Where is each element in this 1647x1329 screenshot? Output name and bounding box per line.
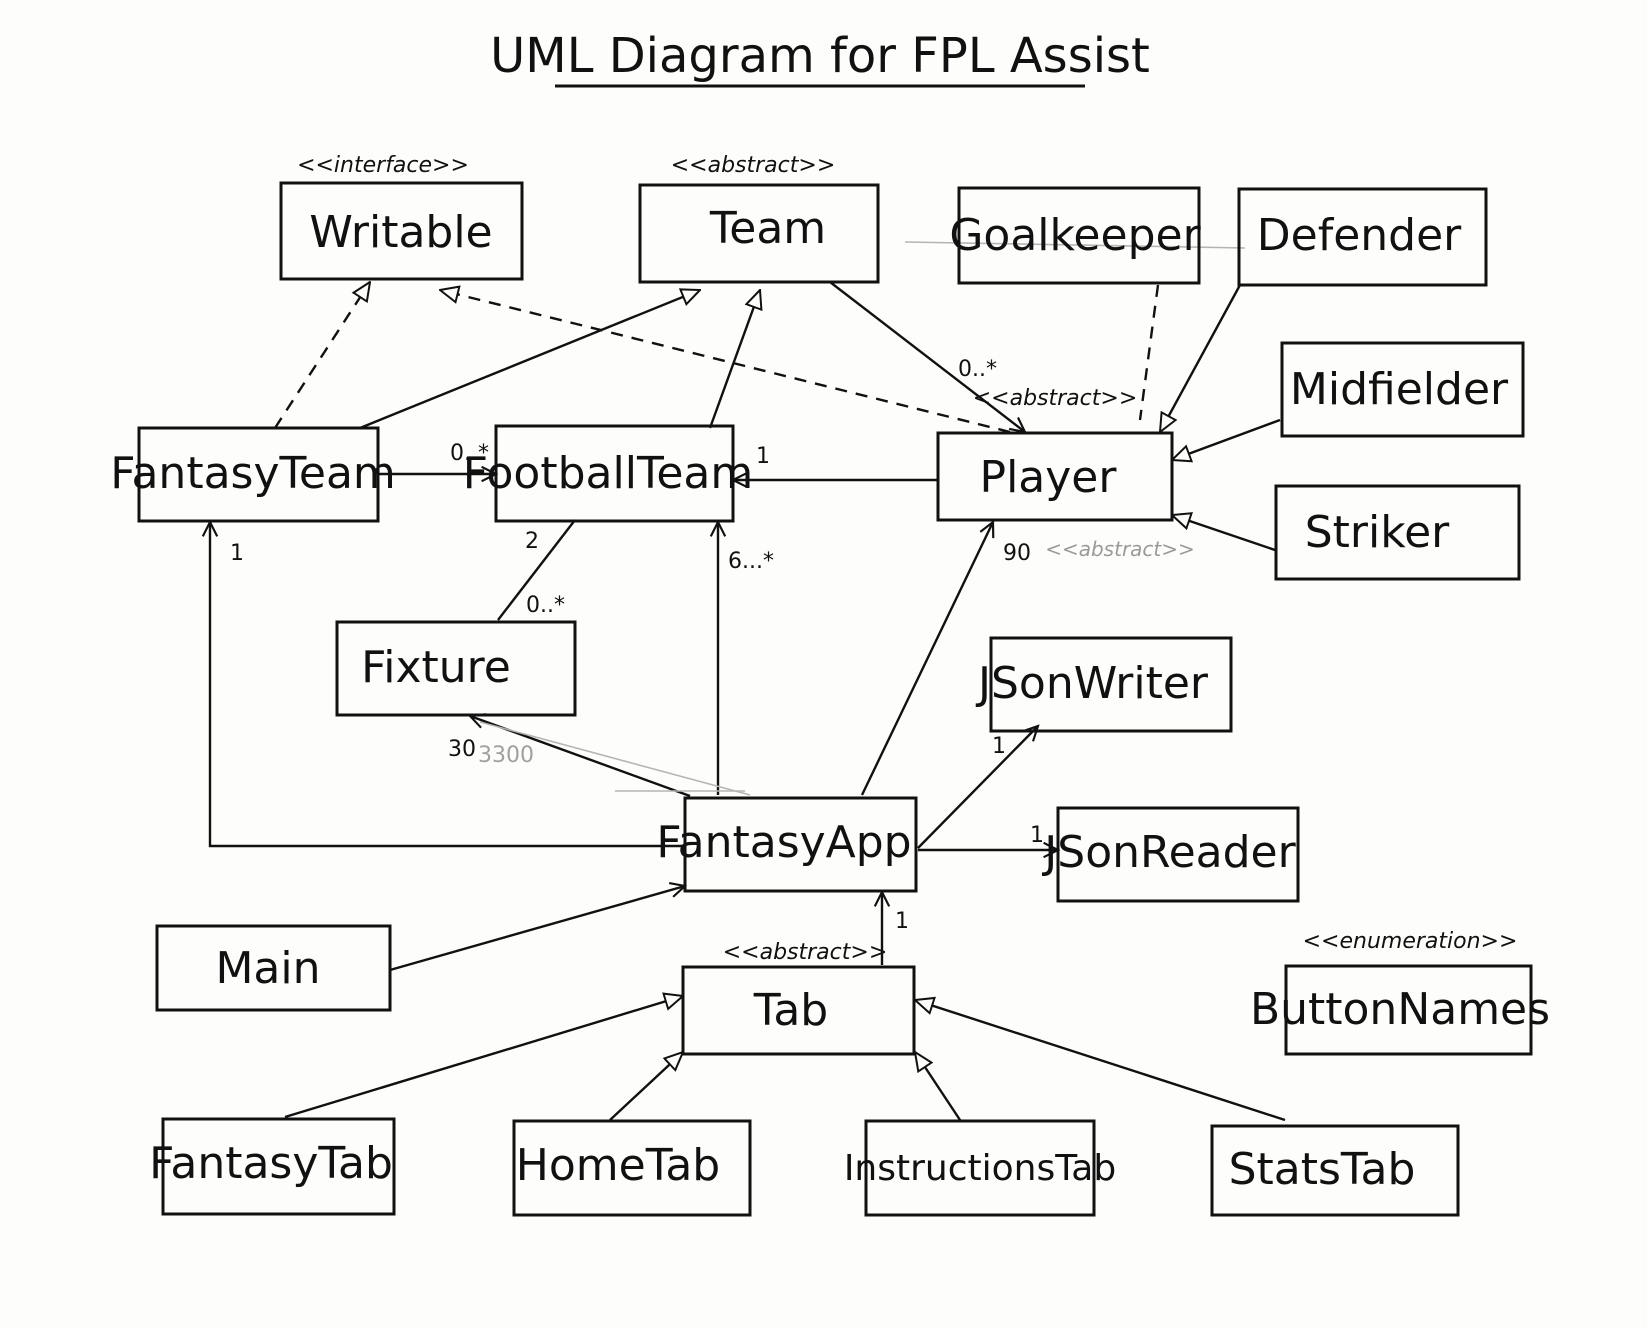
class-defender[interactable]: Defender — [1237, 187, 1488, 287]
class-home-tab-name: HomeTab — [516, 1140, 720, 1191]
class-striker[interactable]: Striker — [1274, 484, 1521, 581]
class-goalkeeper-name: Goalkeeper — [949, 210, 1201, 261]
class-fantasy-team-name: FantasyTeam — [110, 448, 396, 499]
mult-tab-app: 1 — [895, 909, 909, 934]
class-writable-name: Writable — [309, 207, 492, 258]
footballteam-team-generalization — [708, 290, 760, 429]
instructionstab-tab-generalization — [915, 1052, 962, 1121]
mult-player-footballteam: 1 — [756, 444, 770, 469]
mult-app-fantasyteam: 1 — [230, 541, 244, 566]
class-player-name: Player — [980, 452, 1118, 503]
class-striker-name: Striker — [1305, 507, 1450, 558]
mult-fantasyteam-footballteam: 0..* — [450, 441, 489, 466]
class-football-team-name: FootballTeam — [463, 448, 753, 499]
class-instructions-tab[interactable]: InstructionsTab — [844, 1119, 1116, 1217]
class-button-names[interactable]: ButtonNames — [1250, 964, 1550, 1056]
mult-app-fixture-faint: 3300 — [478, 743, 534, 768]
goalkeeper-player-link — [1138, 284, 1160, 421]
class-tab-name: Tab — [753, 985, 829, 1036]
class-main[interactable]: Main — [155, 924, 392, 1012]
mult-footballteam-fixture-bottom: 0..* — [526, 593, 565, 618]
app-fixture-faint-line — [479, 721, 751, 796]
class-fantasy-app[interactable]: FantasyApp — [656, 796, 918, 893]
class-player[interactable]: Player — [936, 431, 1174, 522]
hometab-tab-generalization — [609, 1052, 683, 1121]
class-json-writer[interactable]: JSonWriter — [975, 636, 1233, 733]
class-instructions-tab-name: InstructionsTab — [844, 1148, 1116, 1189]
class-fantasy-app-name: FantasyApp — [656, 817, 911, 868]
class-json-writer-name: JSonWriter — [975, 658, 1209, 709]
statstab-tab-generalization — [915, 1000, 1286, 1122]
class-stats-tab-name: StatsTab — [1229, 1144, 1416, 1195]
class-football-team[interactable]: FootballTeam — [463, 424, 753, 523]
class-tab[interactable]: Tab — [681, 965, 916, 1056]
class-fantasy-tab-name: FantasyTab — [149, 1138, 393, 1189]
class-fantasy-tab[interactable]: FantasyTab — [149, 1117, 396, 1216]
mult-app-fixture: 30 — [448, 737, 476, 762]
class-home-tab[interactable]: HomeTab — [512, 1119, 752, 1217]
mult-app-player: 90 — [1003, 541, 1031, 566]
mult-app-jsonwriter: 1 — [992, 734, 1006, 759]
striker-player-generalization — [1172, 515, 1276, 552]
mult-footballteam-fixture-top: 2 — [525, 529, 539, 554]
fantasyteam-writable-realization — [273, 282, 370, 429]
class-defender-name: Defender — [1257, 210, 1462, 261]
class-button-names-name: ButtonNames — [1250, 984, 1550, 1035]
class-goalkeeper[interactable]: Goalkeeper — [949, 186, 1202, 285]
class-stats-tab[interactable]: StatsTab — [1210, 1124, 1460, 1217]
fantasyteam-team-generalization — [359, 290, 700, 430]
class-team-name: Team — [709, 203, 826, 254]
player-writable-realization — [440, 290, 1011, 434]
class-team-stereotype: <<abstract>> — [671, 153, 836, 178]
class-midfielder[interactable]: Midfielder — [1280, 341, 1525, 438]
defender-player-generalization — [1160, 284, 1242, 432]
class-button-names-stereotype: <<enumeration>> — [1303, 929, 1518, 954]
class-fixture[interactable]: Fixture — [335, 620, 577, 717]
class-team[interactable]: Team — [638, 183, 880, 284]
player-faint-stereotype: <<abstract>> — [1045, 537, 1195, 561]
app-fantasyteam-association — [210, 522, 683, 848]
class-midfielder-name: Midfielder — [1290, 364, 1509, 415]
app-jsonwriter-association — [917, 726, 1038, 849]
footballteam-fixture-association — [497, 519, 576, 621]
class-player-stereotype: <<abstract>> — [973, 386, 1138, 411]
team-goalkeeper-faint-line — [904, 241, 1246, 249]
class-fixture-name: Fixture — [361, 642, 511, 693]
class-json-reader[interactable]: JSonReader — [1041, 806, 1300, 903]
mult-app-jsonreader: 1 — [1030, 823, 1044, 848]
diagram-title: UML Diagram for FPL Assist — [490, 28, 1150, 84]
midfielder-player-generalization — [1172, 418, 1281, 460]
class-tab-stereotype: <<abstract>> — [723, 940, 888, 965]
mult-team-player: 0..* — [958, 357, 997, 382]
app-player-association — [860, 522, 993, 796]
class-json-reader-name: JSonReader — [1041, 827, 1296, 878]
fantasytab-tab-generalization — [284, 996, 683, 1119]
mult-app-footballteam: 6...* — [728, 549, 774, 574]
main-app-association — [389, 886, 685, 972]
class-writable[interactable]: Writable — [279, 181, 524, 281]
team-player-association — [829, 281, 1025, 432]
class-fantasy-team[interactable]: FantasyTeam — [110, 426, 396, 523]
class-writable-stereotype: <<interface>> — [297, 153, 469, 178]
class-main-name: Main — [215, 943, 320, 994]
